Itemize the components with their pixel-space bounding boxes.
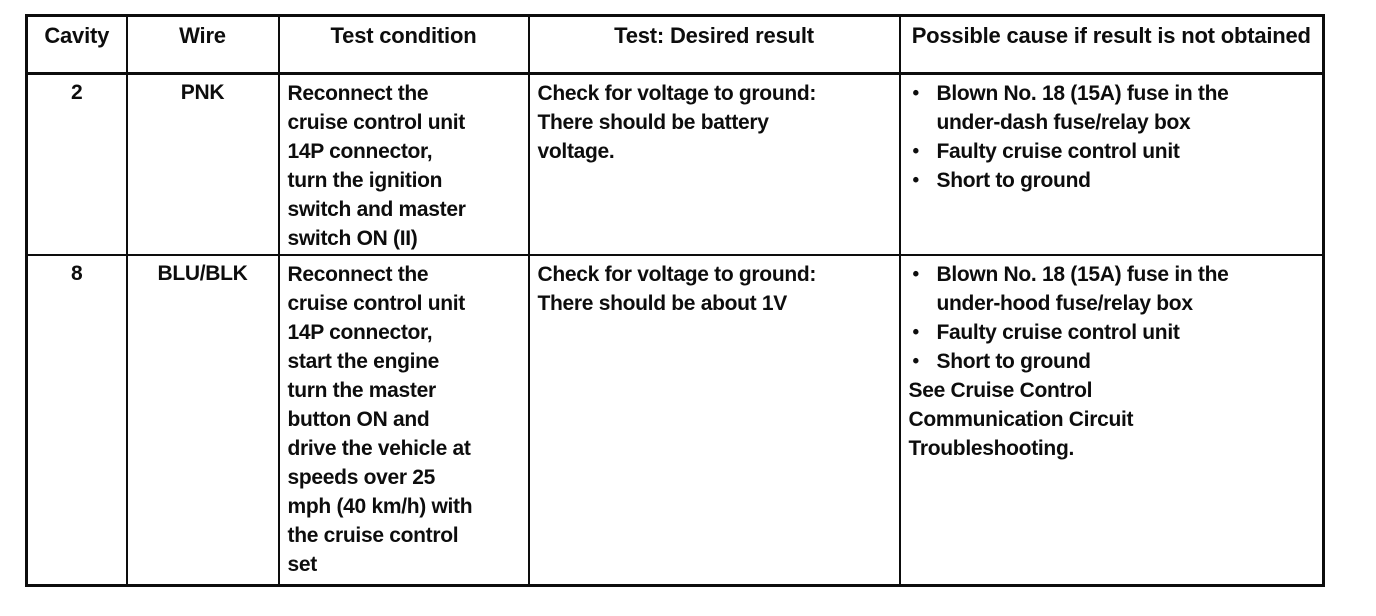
possible-cause-text: Short to ground — [936, 169, 1091, 192]
possible-cause-item: • Short to ground — [909, 166, 1315, 195]
cell-cavity: 2 — [25, 72, 128, 256]
header-row: Cavity Wire Test condition Test: Desired… — [25, 14, 1325, 75]
possible-cause-list: • Blown No. 18 (15A) fuse in the under-h… — [909, 260, 1315, 376]
col-header-cavity: Cavity — [25, 14, 128, 75]
bullet-icon: • — [912, 170, 920, 191]
possible-cause-item: • Faulty cruise control unit — [909, 137, 1315, 166]
bullet-icon: • — [912, 83, 920, 104]
possible-cause-text: Short to ground — [936, 349, 1091, 373]
cell-cavity: 8 — [25, 253, 128, 587]
cell-wire: BLU/BLK — [125, 253, 280, 587]
possible-cause-item: • Faulty cruise control unit — [909, 318, 1315, 347]
possible-cause-text: Blown No. 18 (15A) fuse in the under-das… — [936, 82, 1229, 134]
cell-desired-result: Check for voltage to ground: There shoul… — [527, 253, 901, 587]
possible-cause-item: • Short to ground — [909, 347, 1315, 376]
possible-cause-item: • Blown No. 18 (15A) fuse in the under-h… — [909, 260, 1315, 318]
troubleshooting-table: Cavity Wire Test condition Test: Desired… — [25, 14, 1325, 587]
bullet-icon: • — [912, 350, 920, 372]
cell-possible-cause: • Blown No. 18 (15A) fuse in the under-d… — [898, 72, 1325, 256]
cell-test-condition: Reconnect the cruise control unit 14P co… — [277, 72, 530, 256]
table-row-cavity-8: 8 BLU/BLK Reconnect the cruise control u… — [25, 253, 1325, 587]
col-header-desired-result: Test: Desired result — [527, 14, 901, 75]
possible-cause-text: Blown No. 18 (15A) fuse in the under-hoo… — [936, 262, 1229, 315]
cell-possible-cause: • Blown No. 18 (15A) fuse in the under-h… — [898, 253, 1325, 587]
col-header-test-condition: Test condition — [277, 14, 530, 75]
table-row-cavity-2: 2 PNK Reconnect the cruise control unit … — [25, 72, 1325, 256]
possible-cause-item: • Blown No. 18 (15A) fuse in the under-d… — [909, 79, 1315, 137]
cross-reference-note: See Cruise Control Communication Circuit… — [908, 378, 1134, 460]
possible-cause-text: Faulty cruise control unit — [936, 320, 1180, 344]
bullet-icon: • — [912, 141, 920, 162]
bullet-icon: • — [912, 321, 920, 343]
col-header-wire: Wire — [125, 14, 280, 75]
col-header-possible-cause: Possible cause if result is not obtained — [898, 14, 1325, 75]
bullet-icon: • — [912, 263, 920, 285]
cell-test-condition: Reconnect the cruise control unit 14P co… — [277, 253, 530, 587]
possible-cause-text: Faulty cruise control unit — [936, 140, 1180, 163]
possible-cause-list: • Blown No. 18 (15A) fuse in the under-d… — [909, 79, 1315, 195]
cell-wire: PNK — [125, 72, 280, 256]
cell-desired-result: Check for voltage to ground: There shoul… — [527, 72, 901, 256]
